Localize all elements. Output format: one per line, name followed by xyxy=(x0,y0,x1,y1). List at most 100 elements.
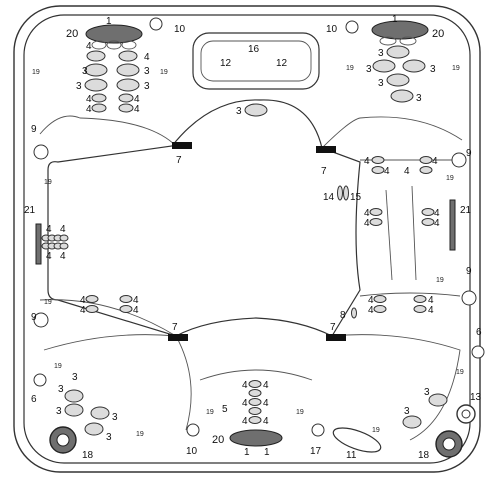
jet xyxy=(85,295,99,303)
fixture-6 xyxy=(471,345,485,359)
label-19: 19 xyxy=(54,363,62,370)
left-upper-seat xyxy=(39,115,177,147)
label-3: 3 xyxy=(72,372,78,383)
label-4: 4 xyxy=(86,41,92,52)
label-3: 3 xyxy=(416,93,422,104)
jet xyxy=(386,73,410,87)
jet xyxy=(419,166,433,174)
jet xyxy=(369,208,383,216)
label-19: 19 xyxy=(446,175,454,182)
jet xyxy=(386,45,410,59)
jet xyxy=(59,242,69,250)
jet xyxy=(118,103,134,113)
label-3: 3 xyxy=(424,387,430,398)
pump-20-top-left xyxy=(85,24,143,44)
label-4: 4 xyxy=(263,416,269,427)
jet xyxy=(399,36,417,46)
jet xyxy=(84,422,104,436)
bar-7 xyxy=(326,334,346,341)
jet xyxy=(248,380,262,388)
jet xyxy=(121,40,137,50)
spa-inner-rim xyxy=(23,14,471,464)
pump-18-right-center xyxy=(442,437,456,451)
jet xyxy=(106,40,122,50)
label-15: 15 xyxy=(350,192,362,203)
jet xyxy=(91,40,107,50)
label-19: 19 xyxy=(456,369,464,376)
label-5: 5 xyxy=(222,404,228,415)
jet xyxy=(402,415,422,429)
label-4: 4 xyxy=(60,224,66,235)
label-9: 9 xyxy=(466,266,472,277)
label-19: 19 xyxy=(436,277,444,284)
footwell-outline xyxy=(47,99,361,337)
top-filter-inner xyxy=(200,40,312,82)
label-4: 4 xyxy=(364,208,370,219)
label-4: 4 xyxy=(80,295,86,306)
label-4: 4 xyxy=(242,416,248,427)
label-3: 3 xyxy=(404,406,410,417)
label-3: 3 xyxy=(366,64,372,75)
jet xyxy=(119,305,133,313)
spa-outer-shell xyxy=(13,5,481,473)
label-19: 19 xyxy=(346,65,354,72)
jet xyxy=(85,305,99,313)
left-bench-divider xyxy=(39,299,177,337)
pump-20-top-right xyxy=(371,20,429,40)
jet xyxy=(379,36,397,46)
label-3: 3 xyxy=(56,406,62,417)
label-20: 20 xyxy=(66,28,78,40)
fixture-9 xyxy=(461,290,477,306)
right-lounger-lines-1 xyxy=(385,189,393,281)
jet xyxy=(91,93,107,103)
jet xyxy=(118,93,134,103)
fixture-10 xyxy=(186,423,200,437)
label-1: 1 xyxy=(244,447,250,458)
jet xyxy=(369,218,383,226)
label-19: 19 xyxy=(44,299,52,306)
label-3: 3 xyxy=(378,48,384,59)
label-10: 10 xyxy=(186,446,198,457)
label-19: 19 xyxy=(44,179,52,186)
fixture-6 xyxy=(33,373,47,387)
label-14: 14 xyxy=(323,192,335,203)
label-6: 6 xyxy=(476,327,482,338)
jet xyxy=(413,295,427,303)
bar-7 xyxy=(168,334,188,341)
label-4: 4 xyxy=(242,380,248,391)
label-8: 8 xyxy=(340,310,346,321)
bar-7 xyxy=(172,142,192,149)
jet xyxy=(373,305,387,313)
label-4: 4 xyxy=(134,104,140,115)
jet xyxy=(428,393,448,407)
jet xyxy=(64,403,84,417)
label-7: 7 xyxy=(176,155,182,166)
label-4: 4 xyxy=(60,251,66,262)
lower-right-seat xyxy=(329,334,461,441)
handle-21-right xyxy=(449,199,456,251)
label-13: 13 xyxy=(470,392,482,403)
label-6: 6 xyxy=(31,394,37,405)
label-19: 19 xyxy=(372,427,380,434)
label-3: 3 xyxy=(430,64,436,75)
label-19: 19 xyxy=(32,69,40,76)
jet-15 xyxy=(343,185,349,201)
label-12: 12 xyxy=(276,58,288,69)
jet xyxy=(402,59,426,73)
label-21: 21 xyxy=(24,205,36,216)
label-7: 7 xyxy=(172,322,178,333)
label-19: 19 xyxy=(206,409,214,416)
label-12: 12 xyxy=(220,58,232,69)
fixture-9 xyxy=(33,312,49,328)
label-3: 3 xyxy=(378,78,384,89)
label-3: 3 xyxy=(144,66,150,77)
fixture-13 xyxy=(456,404,476,424)
jet xyxy=(421,208,435,216)
label-4: 4 xyxy=(364,156,370,167)
label-4: 4 xyxy=(46,224,52,235)
jet xyxy=(421,218,435,226)
jet xyxy=(419,156,433,164)
pump-18-left-center xyxy=(56,433,70,447)
label-20: 20 xyxy=(432,28,444,40)
